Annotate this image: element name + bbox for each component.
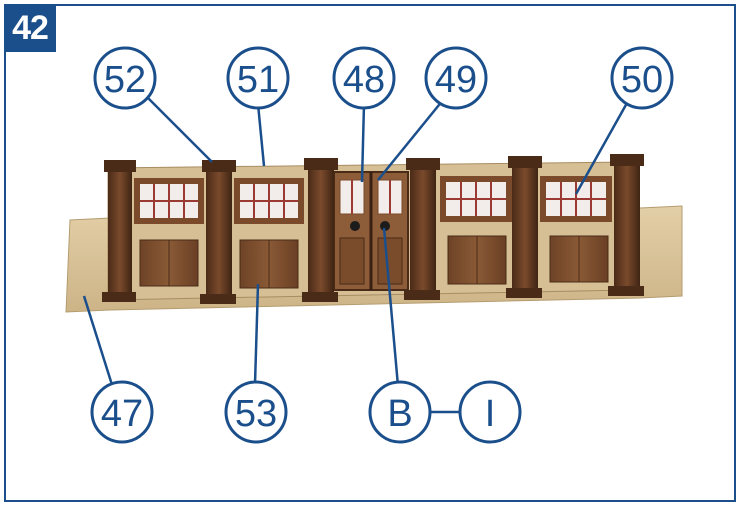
callout-49: 49 — [426, 48, 486, 108]
callout-52: 52 — [95, 48, 155, 108]
callout-51-label: 51 — [237, 59, 279, 101]
callout-53-label: 53 — [235, 393, 277, 435]
double-door — [334, 172, 408, 290]
callout-51: 51 — [228, 48, 288, 108]
callout-52-label: 52 — [104, 59, 146, 101]
callout-b-label: B — [387, 393, 412, 435]
callout-49-label: 49 — [435, 59, 477, 101]
callout-48-label: 48 — [343, 59, 385, 101]
callout-i-label: I — [485, 393, 496, 435]
callout-53: 53 — [226, 382, 286, 442]
callout-47: 47 — [92, 382, 152, 442]
callout-48: 48 — [334, 48, 394, 108]
callout-50: 50 — [612, 48, 672, 108]
callout-i: I — [460, 382, 520, 442]
callout-47-label: 47 — [101, 393, 143, 435]
callout-b: B — [370, 382, 430, 442]
callout-50-label: 50 — [621, 59, 663, 101]
